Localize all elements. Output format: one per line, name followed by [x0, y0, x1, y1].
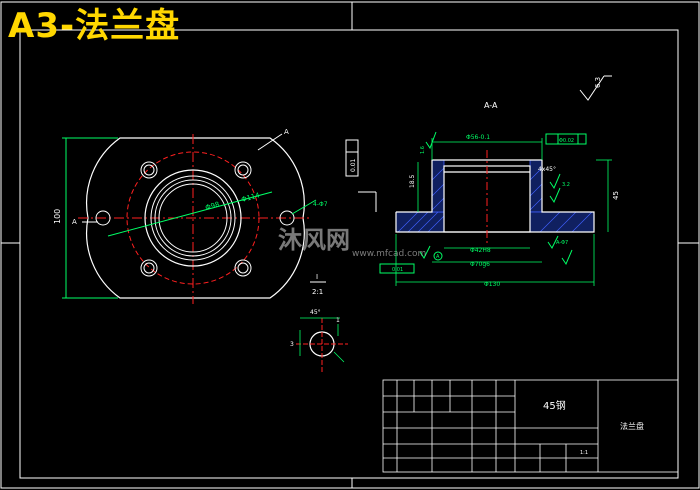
- hub-outer: [144, 169, 242, 267]
- outer-dia-dim: Φ114: [240, 191, 261, 204]
- height-dimension-text: 100: [53, 209, 62, 224]
- runout-tolerance: 0.01: [392, 267, 403, 273]
- dim-top: Φ56-0.1: [466, 134, 490, 141]
- section-hatch: [395, 159, 595, 233]
- title-part-name: 法兰盘: [620, 421, 644, 431]
- datum-label: A: [436, 254, 440, 260]
- detail-dims: [299, 317, 345, 363]
- title-block: [382, 379, 679, 473]
- roughness-left: 1.6: [420, 146, 426, 154]
- banner-title: A3-法兰盘: [8, 6, 181, 46]
- global-roughness-value: 6.3: [594, 77, 602, 88]
- hole-note-leader: [257, 133, 283, 151]
- section-marker-left: A: [72, 218, 77, 226]
- detail-label: I: [316, 273, 318, 281]
- outer-fit-dim: Φ70g6: [470, 261, 490, 268]
- left-height-dim: 18.5: [409, 174, 416, 188]
- roughness-marks: [419, 131, 573, 266]
- inner-dia-dim: Φ42H8: [470, 247, 491, 254]
- title-material: 45钢: [543, 399, 566, 412]
- detail-scale: 2:1: [312, 288, 323, 296]
- right-hole-note: A-Φ7: [556, 240, 568, 246]
- section-view: Φ56-0.1 Φ0.02 4x45° 18.5 45 Φ42H8 Φ70g6 …: [379, 131, 620, 288]
- bolt-circle-dim: Φ98: [204, 200, 220, 211]
- hole-callout-text: 4-Φ7: [313, 201, 328, 208]
- total-len-dim: Φ130: [484, 281, 500, 288]
- right-height-dim: 45: [612, 191, 620, 200]
- hub-bore: [158, 183, 228, 253]
- hole-note-marker: A: [284, 128, 289, 136]
- position-tolerance-value: Φ0.02: [559, 138, 574, 144]
- front-view: 100 Φ98 Φ114 A A 4-Φ7: [53, 128, 328, 304]
- position-tolerance-frame: [545, 133, 587, 145]
- title-scale: 1:1: [580, 450, 588, 456]
- section-view-label: A-A: [484, 101, 498, 110]
- flange-outline: [85, 137, 305, 299]
- watermark-brand: 沐风网: [278, 226, 350, 254]
- diameter-leader: [107, 191, 273, 237]
- hatch-lines: [397, 167, 593, 233]
- datum-marker: [379, 251, 443, 274]
- hole-callout-leader: [291, 199, 317, 215]
- height-dimension: [62, 137, 118, 299]
- detail-dim-b: 1: [336, 317, 340, 324]
- chamfer-note: 4x45°: [538, 166, 556, 173]
- detail-angle: 45°: [310, 309, 321, 316]
- bolt-holes: [95, 161, 295, 277]
- section-dimensions: [395, 138, 612, 286]
- detail-dim-a: 3: [290, 341, 294, 348]
- roughness-right: 3.2: [562, 182, 570, 188]
- hub-ring-2: [154, 179, 232, 257]
- tolerance-frame-value: 0.01: [350, 158, 357, 172]
- hub-ring-1: [150, 175, 236, 261]
- detail-view: I 2:1 45° 3 1: [290, 273, 348, 374]
- watermark-url: www.mfcad.com: [352, 249, 427, 259]
- global-roughness-symbol: [579, 75, 612, 101]
- tolerance-frame-vertical: [345, 139, 377, 212]
